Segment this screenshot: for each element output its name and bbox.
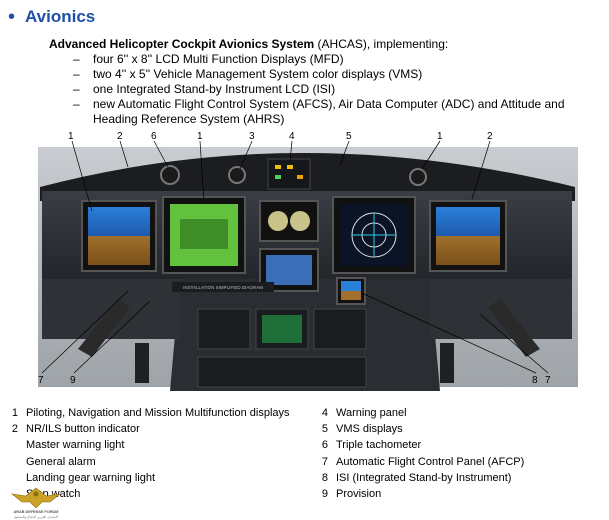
legend-label: Provision <box>336 488 382 501</box>
legend-row: 7 Automatic Flight Control Panel (AFCP) <box>318 454 598 470</box>
legend-label: VMS displays <box>336 423 403 436</box>
eagle-logo-icon: ARAB DEFENSE FORUM المنتدى العربي للدفاع… <box>10 487 62 519</box>
intro-lead-rest: (AHCAS), implementing: <box>314 37 449 51</box>
callout-top-1b: 1 <box>197 131 203 142</box>
legend-label: Warning panel <box>336 407 407 419</box>
legend-row: General alarm <box>8 454 318 470</box>
legend-label: Master warning light <box>26 439 125 452</box>
list-item: – one Integrated Stand-by Instrument LCD… <box>73 82 593 97</box>
legend-label: ISI (Integrated Stand-by Instrument) <box>336 471 512 484</box>
callout-top-2: 2 <box>117 131 123 142</box>
legend-row: 9 Provision <box>318 486 598 502</box>
intro-lead-bold: Advanced Helicopter Cockpit Avionics Sys… <box>49 37 315 51</box>
callout-top-2b: 2 <box>487 131 493 142</box>
cockpit-photo: INSTALLATION SIMPLIFIED DIAGRAM 1 2 6 1 … <box>0 129 609 391</box>
legend-row: Master warning light <box>8 437 318 453</box>
legend-row: 8 ISI (Integrated Stand-by Instrument) <box>318 470 598 486</box>
callout-bottom-9: 9 <box>70 375 76 386</box>
section-heading: • Avionics <box>8 6 95 28</box>
legend-number: 2 <box>11 423 18 436</box>
legend-row: 6 Triple tachometer <box>318 437 598 453</box>
callout-top-5: 5 <box>346 131 352 142</box>
dash-icon: – <box>73 67 80 81</box>
legend-label: Stop watch <box>26 488 81 501</box>
legend-number: 5 <box>321 423 328 436</box>
legend-row: Landing gear warning light <box>8 470 318 486</box>
dash-icon: – <box>73 97 80 111</box>
arab-defense-forum-logo: ARAB DEFENSE FORUM المنتدى العربي للدفاع… <box>4 484 68 520</box>
logo-text-ar: المنتدى العربي للدفاع والتسليح <box>14 515 58 519</box>
legend-number <box>8 454 26 470</box>
legend-label: Automatic Flight Control Panel (AFCP) <box>336 455 525 468</box>
page-title: Avionics <box>25 7 96 26</box>
callout-top-3: 3 <box>249 131 255 142</box>
list-item: – four 6'' x 8'' LCD Multi Function Disp… <box>73 52 593 67</box>
legend-row: 5 VMS displays <box>318 421 598 437</box>
list-item-text: two 4'' x 5'' Vehicle Management System … <box>93 67 423 81</box>
warning-panel <box>267 158 311 190</box>
legend-number: 8 <box>321 471 328 484</box>
bullet-icon: • <box>8 6 16 28</box>
legend-right: 4 Warning panel 5 VMS displays 6 Triple … <box>318 405 598 502</box>
callout-bottom-8: 8 <box>532 375 538 386</box>
legend-row: 4 Warning panel <box>318 405 598 421</box>
legend-number: 7 <box>321 455 328 468</box>
list-item: – new Automatic Flight Control System (A… <box>73 97 593 127</box>
logo-text-en: ARAB DEFENSE FORUM <box>14 510 59 514</box>
tachometer-gauge <box>160 165 180 185</box>
callout-top-1: 1 <box>68 131 74 142</box>
list-item-text: new Automatic Flight Control System (AFC… <box>93 97 565 126</box>
dash-icon: – <box>73 52 80 66</box>
list-item-text: one Integrated Stand-by Instrument LCD (… <box>93 82 336 96</box>
legend-label: Triple tachometer <box>336 439 422 452</box>
feature-list: – four 6'' x 8'' LCD Multi Function Disp… <box>73 52 593 127</box>
callout-top-4: 4 <box>289 131 295 142</box>
legend-row: 1 Piloting, Navigation and Mission Multi… <box>8 405 318 421</box>
list-item: – two 4'' x 5'' Vehicle Management Syste… <box>73 67 593 82</box>
legend-number: 4 <box>321 407 328 419</box>
legend-label: NR/ILS button indicator <box>26 423 140 436</box>
callout-top-6: 6 <box>151 131 157 142</box>
callout-bottom-7b: 7 <box>545 375 551 386</box>
mfd-right-screen <box>436 207 500 265</box>
legend-label: General alarm <box>26 455 96 468</box>
mfd-left-screen <box>88 207 150 265</box>
legend-label: Piloting, Navigation and Mission Multifu… <box>26 407 290 419</box>
callout-top-1c: 1 <box>437 131 443 142</box>
cockpit-illustration: INSTALLATION SIMPLIFIED DIAGRAM <box>38 140 578 391</box>
dash-icon: – <box>73 82 80 96</box>
intro-line: Advanced Helicopter Cockpit Avionics Sys… <box>49 37 599 52</box>
list-item-text: four 6'' x 8'' LCD Multi Function Displa… <box>93 52 344 66</box>
legend-number: 6 <box>321 439 328 452</box>
legend-label: Landing gear warning light <box>26 471 156 484</box>
legend-number <box>8 437 26 453</box>
legend-row: 2 NR/ILS button indicator <box>8 421 318 437</box>
legend-number: 1 <box>11 407 18 419</box>
legend-number: 9 <box>321 488 328 501</box>
legend-left: 1 Piloting, Navigation and Mission Multi… <box>8 405 318 502</box>
panel-label: INSTALLATION SIMPLIFIED DIAGRAM <box>183 285 263 290</box>
callout-bottom-7: 7 <box>38 375 44 386</box>
